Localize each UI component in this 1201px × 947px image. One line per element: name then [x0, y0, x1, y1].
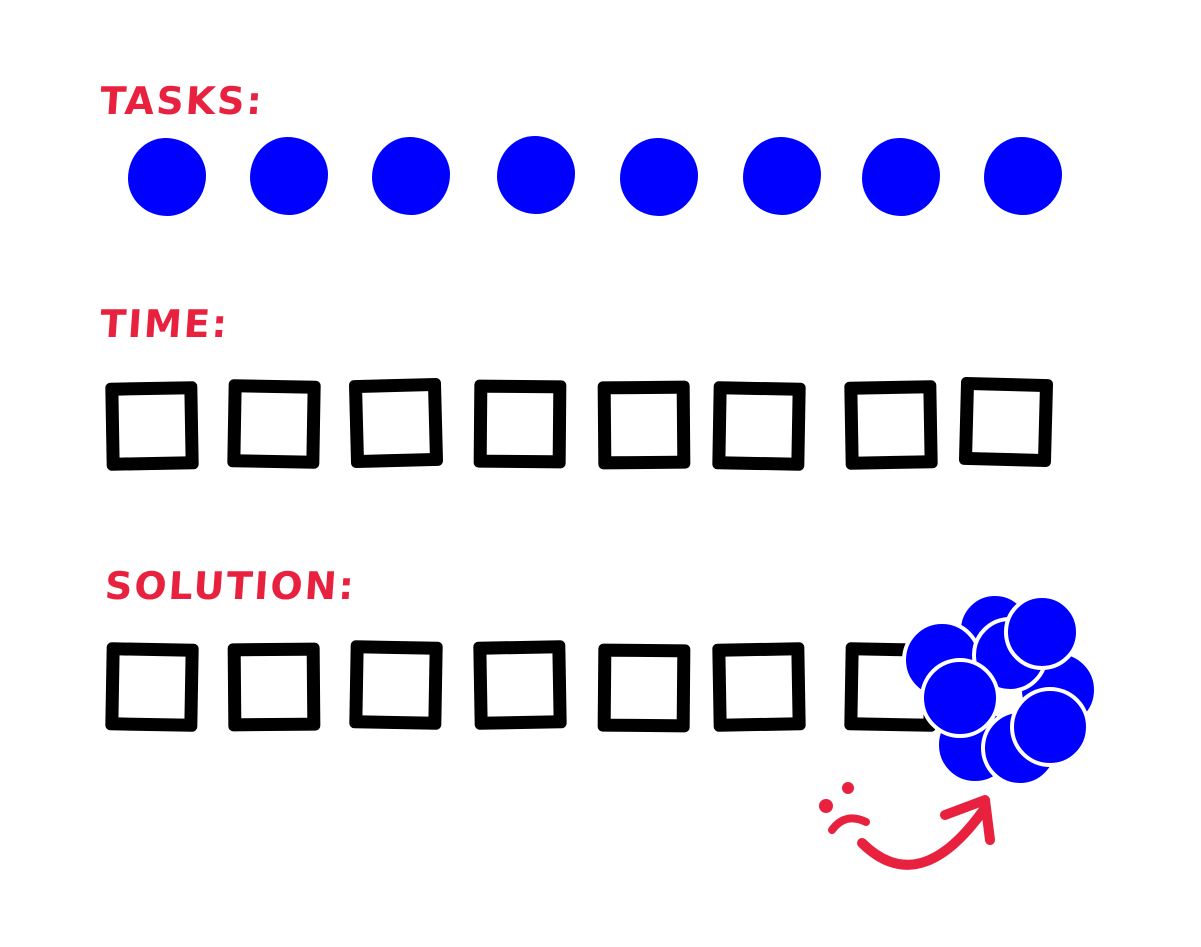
task-dot — [372, 137, 450, 215]
arrow-head — [940, 795, 995, 845]
task-dot — [862, 138, 940, 216]
crammed-task-dot — [1004, 594, 1080, 670]
crammed-task-dot — [920, 658, 1000, 738]
crammed-task-dot — [1010, 687, 1090, 767]
crammed-task-cluster — [902, 592, 1098, 787]
frowning-face-icon — [819, 782, 870, 834]
task-dot — [984, 137, 1062, 215]
curved-arrow-icon — [857, 803, 990, 870]
task-dot — [128, 138, 206, 216]
task-dot — [743, 137, 821, 215]
task-dot — [497, 136, 575, 214]
task-dot — [250, 137, 328, 215]
task-dot — [620, 138, 698, 216]
